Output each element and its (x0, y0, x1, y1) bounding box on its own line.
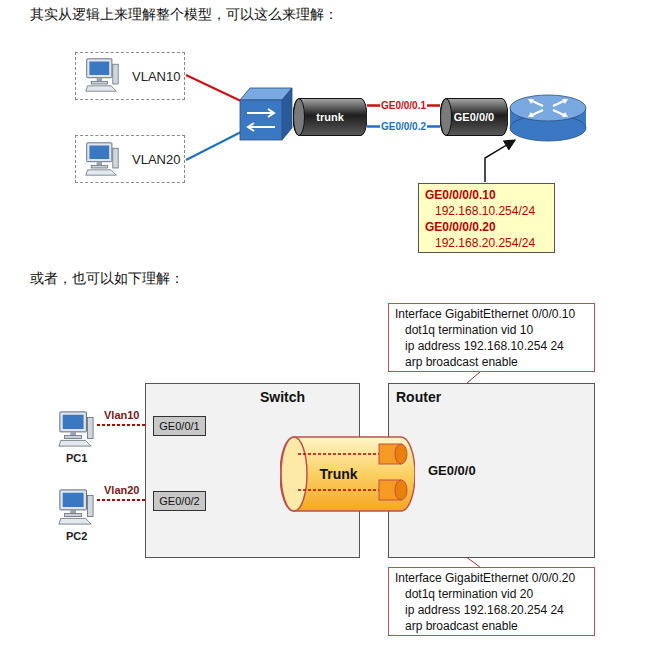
port-box: GE0/0/1 (153, 416, 206, 436)
heading: 或者，也可以如下理解： (30, 270, 184, 288)
switch-icon (247, 109, 274, 117)
node-text: GE0/0/1 (159, 420, 199, 432)
pc-icon (86, 59, 118, 91)
router-icon (530, 100, 566, 116)
node-text: Switch (258, 389, 307, 405)
pc-icon (59, 490, 93, 524)
cylinder-body (440, 99, 508, 136)
vlan-box: VLAN10 (75, 52, 185, 100)
cylinder-face (294, 99, 305, 136)
edge-label: GE0/0/0.1 (380, 100, 427, 112)
switch-icon (248, 123, 275, 131)
pc-icon (86, 143, 118, 175)
router-icon (528, 99, 568, 117)
switch-icon (240, 88, 292, 140)
node-text: VLAN20 (132, 152, 180, 167)
node-text: ip address 192.168.10.254 24 (395, 338, 588, 354)
node-text: dot1q termination vid 10 (395, 322, 588, 338)
node-text: dot1q termination vid 20 (395, 586, 588, 602)
pc-label: PC1 (66, 452, 87, 464)
node-text: Interface GigabitEthernet 0/0/0.10 (395, 306, 588, 322)
vlan-dotted-wire (97, 499, 152, 501)
inner-tube-end (395, 444, 407, 464)
router-icon (510, 95, 586, 141)
device-panel: RouterGE0/0/0 (388, 383, 595, 558)
cylinder-body (293, 99, 367, 136)
switch-icon (282, 88, 292, 140)
subinterface-note: GE0/0/0/0.10192.168.10.254/24GE0/0/0/0.2… (418, 183, 555, 253)
node-text: arp broadcast enable (395, 618, 588, 634)
port-box: GE0/0/2 (153, 491, 206, 511)
trunk-cylinder: trunk (293, 98, 367, 136)
vlan-wire (186, 75, 243, 102)
node-text: trunk (316, 111, 344, 123)
switch-icon (240, 100, 282, 140)
vlan-box: VLAN20 (75, 135, 185, 183)
node-text: Interface GigabitEthernet 0/0/0.20 (395, 570, 588, 586)
pc-icon (59, 412, 93, 446)
cylinder-body (280, 437, 415, 511)
node-text: 192.168.20.254/24 (425, 235, 548, 251)
vlan-wire (186, 131, 243, 160)
node-text: GE0/0/2 (159, 495, 199, 507)
node-text: Router (394, 389, 443, 405)
edge-label: GE0/0/0.2 (380, 121, 427, 133)
trunk-cylinder: GE0/0/0 (440, 98, 508, 136)
heading: 其实从逻辑上来理解整个模型，可以这么来理解： (30, 6, 338, 24)
config-callout: Interface GigabitEthernet 0/0/0.10dot1q … (388, 303, 595, 372)
trunk-cylinder: Trunk (280, 436, 415, 512)
inner-tube-end (395, 480, 407, 500)
config-callout: Interface GigabitEthernet 0/0/0.20dot1q … (388, 567, 595, 636)
inner-wire (298, 489, 379, 491)
node-text: GE0/0/0 (454, 111, 494, 123)
node-text: GE0/0/0/0.10 (425, 187, 548, 203)
inner-wire (298, 453, 379, 455)
node-text: arp broadcast enable (395, 354, 588, 370)
vlan-label: Vlan20 (104, 484, 139, 496)
router-icon (510, 95, 586, 121)
vlan-label: Vlan10 (104, 409, 139, 421)
node-text: GE0/0/0/0.20 (425, 219, 548, 235)
node-text: VLAN10 (132, 69, 180, 84)
pc-label: PC2 (66, 530, 87, 542)
cylinder-face (441, 99, 452, 136)
node-text: GE0/0/0 (426, 463, 478, 478)
node-text: ip address 192.168.20.254 24 (395, 602, 588, 618)
pointer-arrow (485, 140, 515, 182)
vlan-dotted-wire (97, 424, 152, 426)
node-text: 192.168.10.254/24 (425, 203, 548, 219)
cylinder-face (281, 437, 307, 511)
node-text: Trunk (319, 466, 357, 482)
